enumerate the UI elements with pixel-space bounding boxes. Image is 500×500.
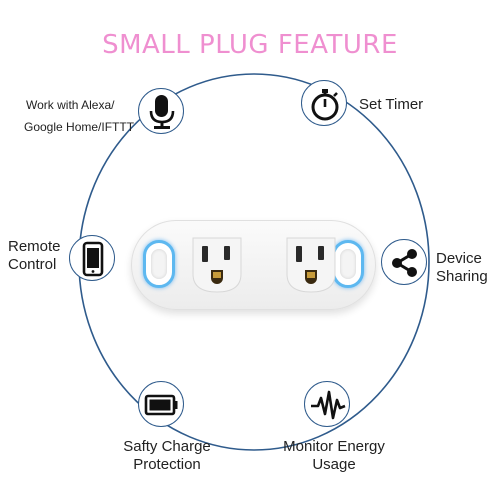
alexa-label-line2: Google Home/IFTTT <box>24 120 135 135</box>
timer-label: Set Timer <box>359 96 424 113</box>
battery-icon <box>144 394 178 416</box>
remote-label-line2: Control <box>8 256 57 273</box>
microphone-icon <box>149 95 175 129</box>
alexa-badge <box>138 88 184 134</box>
sharing-badge <box>381 239 427 285</box>
smart-plug-image <box>131 220 376 310</box>
energy-label-line2: Usage <box>312 456 356 473</box>
sharing-label-line1: Device <box>436 250 482 267</box>
alexa-label-line1: Work with Alexa/ <box>26 98 115 112</box>
energy-label-line1: Monitor Energy <box>283 438 385 455</box>
right-outlet <box>286 237 336 293</box>
energy-label: Monitor Energy Usage <box>274 438 394 474</box>
charge-badge <box>138 381 184 427</box>
stopwatch-icon <box>311 89 339 121</box>
waveform-icon <box>311 390 346 420</box>
charge-label-line1: Safty Charge <box>123 438 211 455</box>
timer-badge <box>301 80 347 126</box>
smartphone-icon <box>82 241 104 277</box>
feature-title: SMALL PLUG FEATURE <box>102 30 398 60</box>
charge-label-line2: Protection <box>133 456 201 473</box>
sharing-label: Device Sharing <box>436 250 488 286</box>
charge-label: Safty Charge Protection <box>112 438 222 474</box>
share-icon <box>392 249 417 277</box>
remote-label-line1: Remote <box>8 238 61 255</box>
sharing-label-line2: Sharing <box>436 268 488 285</box>
remote-badge <box>69 235 115 281</box>
left-power-button <box>143 240 175 288</box>
alexa-label: Work with Alexa/ Google Home/IFTTT <box>24 98 136 135</box>
energy-badge <box>304 381 350 427</box>
left-outlet <box>192 237 242 293</box>
remote-label: Remote Control <box>8 238 61 274</box>
